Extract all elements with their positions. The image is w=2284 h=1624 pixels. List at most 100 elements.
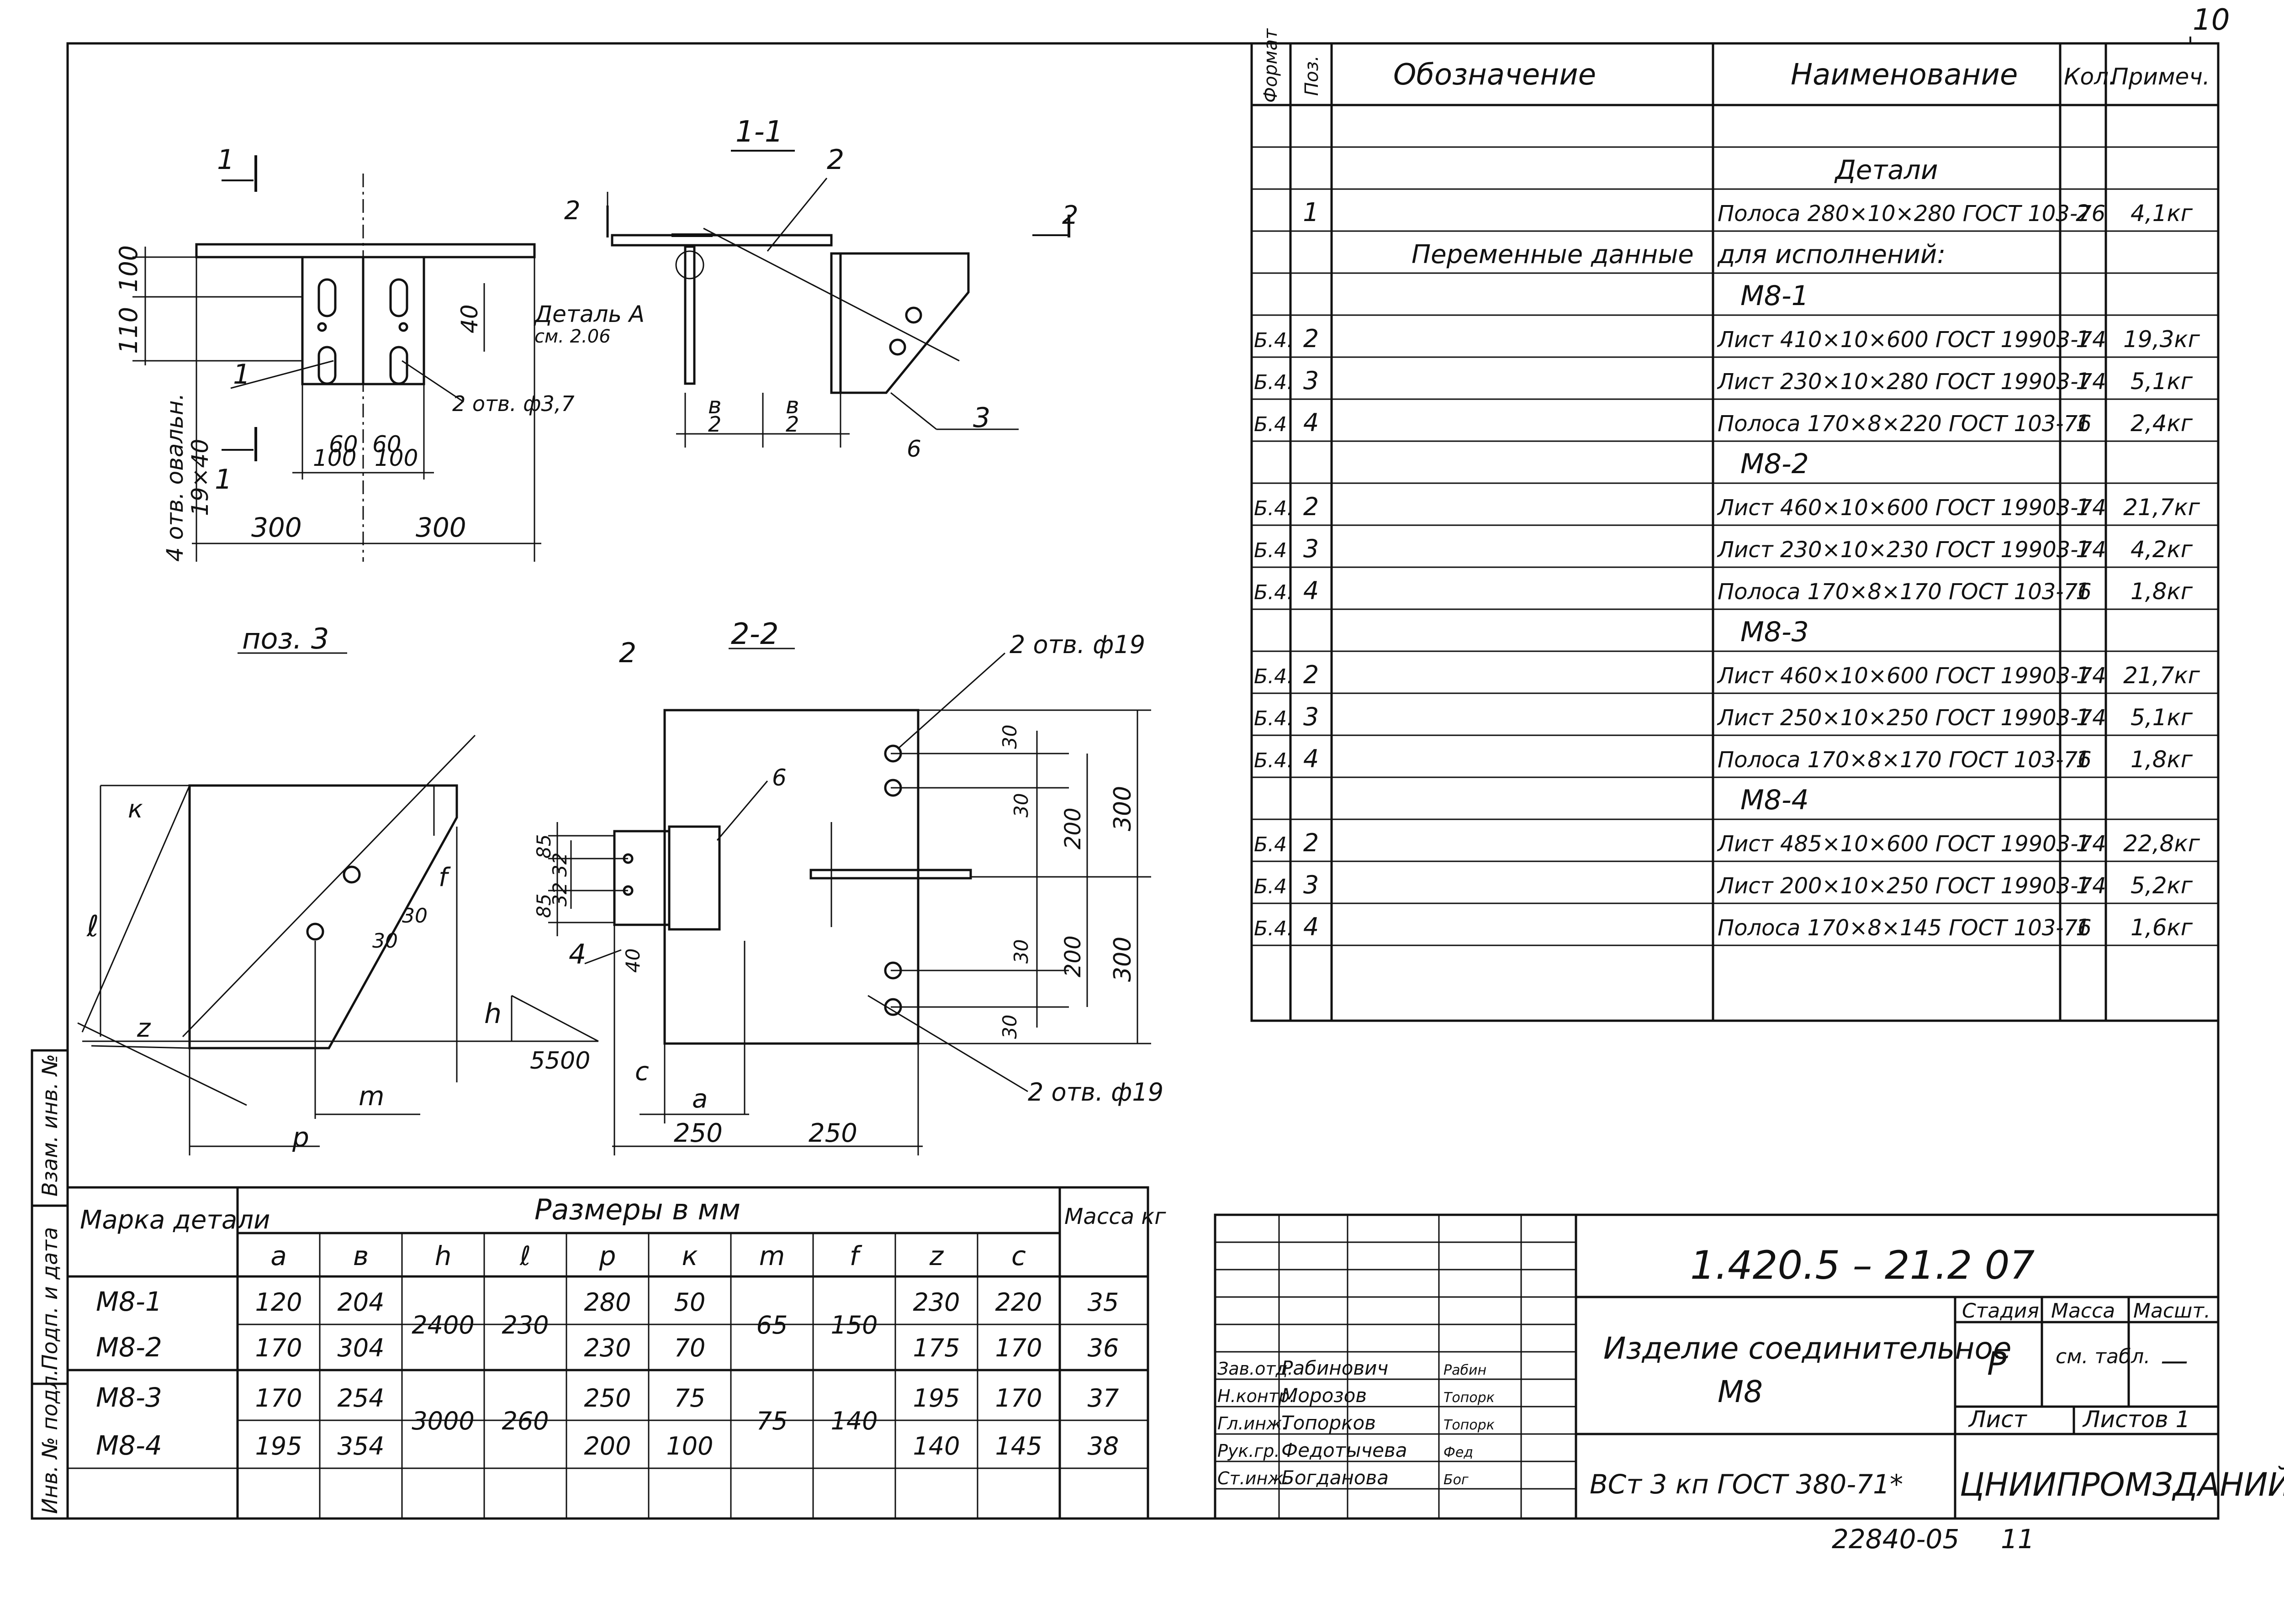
- section-1-1-labels: 1-1 2 2 2 в 2 в 2 6 3: [564, 115, 1079, 462]
- dims-cell-k: 75: [674, 1384, 706, 1413]
- dims-col-header: к: [682, 1240, 698, 1271]
- front-view-labels: 1 1 100 110 40 60 60 100 100 300 300 4 о…: [114, 144, 645, 562]
- spec-row-pos: 3: [1303, 366, 1319, 395]
- spec-row-note: 1,8кг: [2131, 746, 2193, 773]
- dim-30-d: 30: [999, 1015, 1021, 1039]
- signer-name: Федотычева: [1281, 1439, 1407, 1461]
- section-1-1-pos3: 3: [973, 402, 990, 434]
- pos3-dim-k: к: [128, 795, 143, 823]
- spec-row-pos: 2: [1303, 828, 1319, 857]
- spec-row-note: 21,7кг: [2123, 494, 2200, 521]
- title-block-signers: [1215, 1215, 1576, 1519]
- dim-200-b: 200: [1060, 935, 1086, 977]
- spec-row-note: 19,3кг: [2123, 326, 2200, 353]
- section-mark-2-right: 2: [1062, 200, 1079, 230]
- pos-1-label: 1: [233, 359, 250, 390]
- dim-32-a: 32: [549, 853, 571, 877]
- section-mark-2-left: 2: [564, 196, 581, 226]
- sheet-label: Лист: [1968, 1406, 2028, 1433]
- section-2-2-labels: 2-2 2 2 отв. ф19 2 отв. ф19 6 4 85 85 32…: [533, 617, 1163, 1148]
- signer-name: Топорков: [1281, 1412, 1376, 1434]
- dims-col-header: ℓ: [519, 1240, 531, 1271]
- dims-cell-a: 195: [255, 1432, 302, 1461]
- spec-row-name: Полоса 170×8×170 ГОСТ 103-76: [1718, 579, 2092, 605]
- bottom-code: 22840-05: [1832, 1524, 1959, 1555]
- detail-pos-3-labels: поз. 3 к f ℓ z h 30 30 m p 5500: [86, 622, 590, 1153]
- dims-row-mark: М8-3: [96, 1382, 162, 1413]
- spec-row-name: Полоса 170×8×170 ГОСТ 103-76: [1718, 747, 2092, 773]
- spec-group-title: М8-4: [1740, 784, 1809, 816]
- dims-cell-k: 70: [674, 1334, 706, 1362]
- spec-row-note: 1,6кг: [2131, 914, 2193, 941]
- dims-cell-a: 170: [255, 1334, 302, 1362]
- spec-row-note: 5,1кг: [2131, 704, 2193, 731]
- spec-header-format: Формат: [1260, 28, 1281, 103]
- dims-row-mass: 38: [1088, 1432, 1119, 1461]
- dims-cell-c: 170: [995, 1384, 1042, 1413]
- dims-cell-p: 230: [584, 1334, 631, 1362]
- pos3-slope: 5500: [530, 1047, 590, 1075]
- dims-cell-b: 254: [337, 1384, 384, 1413]
- spec-header-pos: Поз.: [1301, 55, 1322, 96]
- dim-b2-right-top: в: [786, 392, 799, 419]
- dim-85-b: 85: [533, 894, 555, 918]
- spec-row-note: 1,8кг: [2131, 578, 2193, 605]
- dims-col-header: p: [599, 1240, 616, 1271]
- spec-header-designation: Обозначение: [1393, 58, 1596, 92]
- spec-row-format: Б.4: [1254, 875, 1287, 898]
- scale-value: —: [2161, 1345, 2188, 1377]
- dims-row-mass: 36: [1088, 1334, 1119, 1362]
- spec-variable-right: для исполнений:: [1717, 240, 1946, 269]
- material-grade: ВСт 3 кп ГОСТ 380-71*: [1590, 1469, 1903, 1500]
- signer-role: Рук.гр.: [1217, 1441, 1280, 1461]
- spec-row-name: Лист 460×10×600 ГОСТ 19903-74: [1717, 495, 2106, 521]
- dim-100: 100: [114, 245, 143, 292]
- spec-row-name: Полоса 170×8×220 ГОСТ 103-76: [1718, 411, 2092, 437]
- dims-header-mass: Масса кг: [1064, 1204, 1166, 1229]
- section-2-2: [548, 648, 1151, 1155]
- spec-row-name: Полоса 170×8×145 ГОСТ 103-76: [1718, 915, 2092, 941]
- spec-row-qty: 1: [2076, 410, 2090, 437]
- dims-row-mark: М8-2: [96, 1332, 162, 1363]
- dims-cell-c: 170: [995, 1334, 1042, 1362]
- spec-header-qty: Кол.: [2064, 63, 2116, 90]
- holes-oval-note: 4 отв. овальн.: [162, 393, 188, 562]
- weld-6-section-2-2: 6: [772, 765, 787, 791]
- weld-6-section-1-1: 6: [907, 436, 921, 462]
- signer-role: Ст.инж.: [1217, 1468, 1289, 1488]
- dim-b2-left-bot: 2: [708, 412, 721, 437]
- title-block: [1214, 1213, 2220, 1520]
- pos3-dim-30a: 30: [372, 929, 398, 953]
- spec-row-pos: 2: [1303, 660, 1319, 689]
- spec-row-name: Лист 200×10×250 ГОСТ 19903-74: [1717, 873, 2106, 899]
- spec-section-details: Детали: [1834, 154, 1938, 185]
- dims-cell-c: 220: [995, 1288, 1042, 1317]
- section-1-1: [606, 150, 1070, 448]
- dim-32-b: 32: [549, 882, 571, 907]
- section-mark-1: 1: [217, 144, 234, 176]
- dim-30-b: 30: [1010, 793, 1032, 817]
- dims-cell-a: 120: [255, 1288, 302, 1317]
- mass-label: Масса: [2051, 1299, 2115, 1323]
- pos3-dim-h: h: [484, 998, 502, 1030]
- spec-row-pos: 4: [1303, 408, 1319, 437]
- dim-40: 40: [456, 304, 483, 333]
- holes-small-note: 2 отв. ф3,7: [452, 391, 575, 416]
- spec-row-qty: 1: [2076, 704, 2090, 731]
- dims-cell-z: 140: [913, 1432, 960, 1461]
- signer-signature: Бог: [1443, 1472, 1469, 1488]
- spec-row-qty: 1: [2076, 326, 2090, 353]
- spec-row-format: Б.4: [1254, 413, 1287, 436]
- spec-row-format: Б.4: [1254, 539, 1287, 562]
- spec-row-pos: 3: [1303, 870, 1319, 899]
- spec-row-note: 4,2кг: [2131, 536, 2193, 563]
- spec-row-name: Лист 410×10×600 ГОСТ 19903-74: [1717, 327, 2106, 353]
- spec-row-name: Лист 230×10×280 ГОСТ 19903-74: [1717, 369, 2106, 395]
- dims-cell-p: 250: [584, 1384, 631, 1413]
- spec-row-format: Б.4.: [1254, 329, 1293, 352]
- spec-row-note: 2,4кг: [2131, 410, 2193, 437]
- signer-signature: Топорк: [1443, 1417, 1495, 1433]
- dims-cell-z: 195: [913, 1384, 960, 1413]
- doc-code: 1.420.5 – 21.2 07: [1690, 1243, 2035, 1288]
